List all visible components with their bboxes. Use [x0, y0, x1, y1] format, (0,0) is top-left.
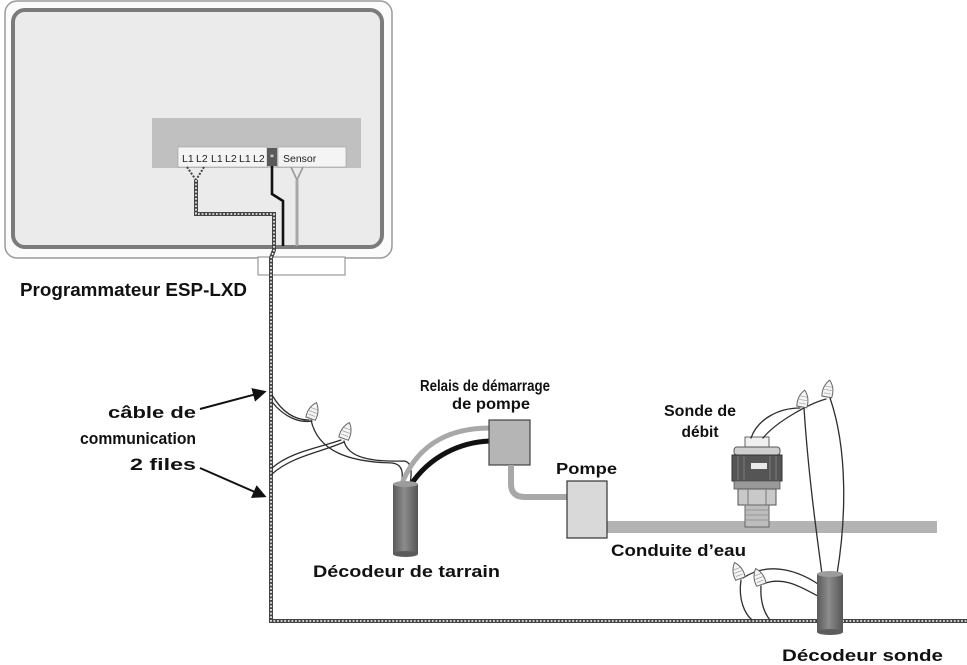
field-decoder-label: Décodeur de tarrain — [313, 562, 500, 581]
relay-label-line-2: de pompe — [452, 396, 530, 413]
cable-arrow-upper — [199, 388, 267, 410]
terminal-label: L1 — [182, 153, 194, 165]
wire-nut-icon — [305, 400, 322, 421]
terminal-label: L2 — [253, 153, 265, 165]
sensor-wire-black — [270, 166, 285, 246]
relay-wire-black — [407, 438, 491, 488]
sensor-decoder-bottom — [817, 629, 843, 635]
field-decoder-lead — [343, 440, 412, 485]
flow-sensor-label-line-1: Sonde de — [664, 403, 736, 420]
flow-sensor-collar — [733, 480, 781, 490]
cable-terminal-split — [186, 166, 205, 181]
pump-label: Pompe — [556, 461, 617, 478]
flow-sensor-badge — [751, 463, 767, 469]
field-decoder — [393, 481, 418, 557]
flow-sensor-lead — [750, 407, 801, 439]
sensor-terminal-symbol-icon: * — [270, 153, 274, 162]
field-decoder-body — [393, 484, 418, 554]
sensor-terminal-label: Sensor — [283, 153, 317, 165]
water-pipe — [607, 521, 937, 533]
sensor-splice-wire — [762, 580, 819, 597]
sensor-decoder-body — [817, 574, 843, 632]
flow-sensor-cap — [733, 446, 781, 456]
field-splice-wire — [271, 394, 310, 421]
sensor-splice-wire — [742, 568, 819, 585]
sensor-label-row — [277, 146, 347, 168]
sensor-wire-gray-split — [290, 166, 304, 181]
field-decoder-lead — [310, 419, 403, 485]
sensor-decoder-lead — [803, 407, 823, 575]
flow-sensor-connector — [744, 436, 770, 448]
sensor-decoder-top — [817, 571, 843, 577]
sensor-decoder — [817, 571, 843, 635]
pump — [566, 480, 608, 539]
cable-label-line-2: communication — [80, 429, 196, 448]
water-pipe-label: Conduite d’eau — [611, 541, 746, 560]
pump-wire — [508, 465, 568, 500]
sensor-terminal-marker — [267, 148, 277, 166]
sensor-splice-wire — [739, 579, 753, 621]
cable-arrow-lower — [199, 467, 267, 498]
controller-bottom-tab — [257, 256, 346, 276]
flow-sensor-hex-nut — [737, 488, 777, 506]
cable-label-line-1: câble de — [108, 403, 196, 422]
terminal-label: L1 — [239, 153, 251, 165]
pump-start-relay — [488, 419, 531, 466]
flow-sensor — [731, 436, 783, 528]
field-decoder-top — [393, 481, 418, 487]
flow-sensor-hex-facets — [747, 489, 767, 505]
field-decoder-bottom — [393, 551, 418, 557]
sensor-decoder-lead — [829, 397, 845, 575]
controller-title: Programmateur ESP-LXD — [20, 280, 247, 300]
terminal-label: L1 — [211, 153, 223, 165]
cable-label-line-3: 2 files — [130, 455, 196, 474]
flow-sensor-label-line-2: débit — [682, 424, 720, 441]
wire-nut-icon — [338, 420, 355, 441]
terminal-label: L2 — [196, 153, 208, 165]
wire-nut-icon — [821, 378, 836, 399]
wire-nut-icon — [729, 560, 746, 581]
flow-sensor-lead — [762, 398, 827, 439]
field-splice-wire — [271, 441, 345, 475]
relay-wire-gray — [398, 425, 491, 487]
field-splice-wire — [271, 439, 342, 469]
sensor-decoder-label: Décodeur sonde — [782, 646, 943, 665]
relay-label-line-1: Relais de démarrage — [420, 378, 550, 395]
flow-sensor-stem — [744, 504, 770, 528]
sensor-splice-wire — [760, 585, 771, 621]
controller: * L1 L2 L1 L2 L1 L2 Sensor — [4, 0, 393, 276]
terminal-label: L2 — [225, 153, 237, 165]
wire-nut-icon — [796, 388, 811, 409]
field-splice-wire — [271, 401, 313, 423]
flow-sensor-ridges — [737, 456, 777, 480]
flow-sensor-threads — [745, 509, 769, 521]
